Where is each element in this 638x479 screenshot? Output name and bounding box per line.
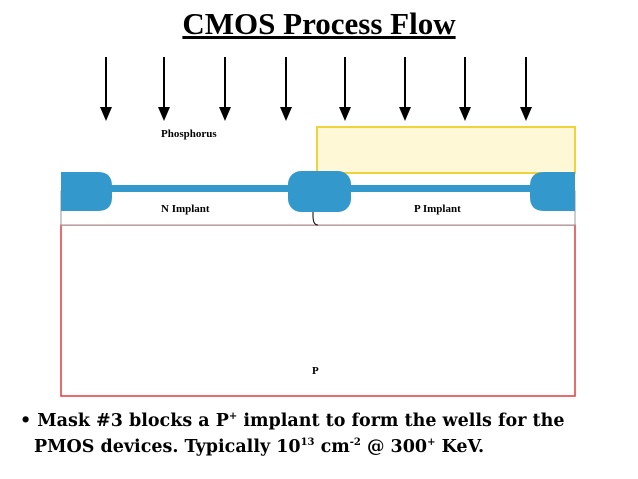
bullet-text-part: PMOS devices. Typically 10 — [34, 437, 301, 457]
implant-arrow — [520, 57, 532, 121]
field-oxide-left — [61, 172, 112, 211]
bullet-line-2: PMOS devices. Typically 1013 cm-2 @ 300+… — [20, 434, 620, 460]
bullet-text-part: @ 300 — [360, 437, 428, 457]
well-curve — [312, 215, 319, 226]
implant-arrow — [158, 57, 170, 121]
implant-arrow — [219, 57, 231, 121]
implant-arrows — [100, 57, 532, 121]
implant-arrow — [100, 57, 112, 121]
bullet-marker: • — [20, 411, 32, 431]
mask-block — [316, 126, 576, 174]
page-title: CMOS Process Flow — [182, 6, 456, 41]
n-implant-label: N Implant — [161, 203, 210, 215]
bullet-text: • Mask #3 blocks a P+ implant to form th… — [20, 408, 620, 460]
implant-arrow — [459, 57, 471, 121]
thin-oxide-left — [105, 185, 295, 192]
bullet-text-part: KeV. — [435, 437, 485, 457]
superscript: -2 — [349, 437, 361, 449]
superscript: + — [228, 411, 238, 423]
superscript: + — [427, 437, 436, 449]
field-oxide-center — [288, 171, 351, 212]
implant-arrow — [339, 57, 351, 121]
bullet-text-part: Mask #3 blocks a P — [37, 411, 229, 431]
superscript: 13 — [300, 437, 315, 449]
field-oxide-right — [530, 172, 575, 211]
substrate-label: P — [312, 365, 319, 377]
bullet-text-part: cm — [314, 437, 350, 457]
bullet-line-1: • Mask #3 blocks a P+ implant to form th… — [20, 408, 620, 434]
implant-arrow — [280, 57, 292, 121]
thin-oxide-right — [345, 185, 537, 192]
p-implant-label: P Implant — [414, 203, 461, 215]
dopant-label: Phosphorus — [161, 128, 217, 140]
bullet-text-part: implant to form the wells for the — [237, 411, 565, 431]
implant-arrow — [399, 57, 411, 121]
p-substrate — [60, 224, 576, 397]
